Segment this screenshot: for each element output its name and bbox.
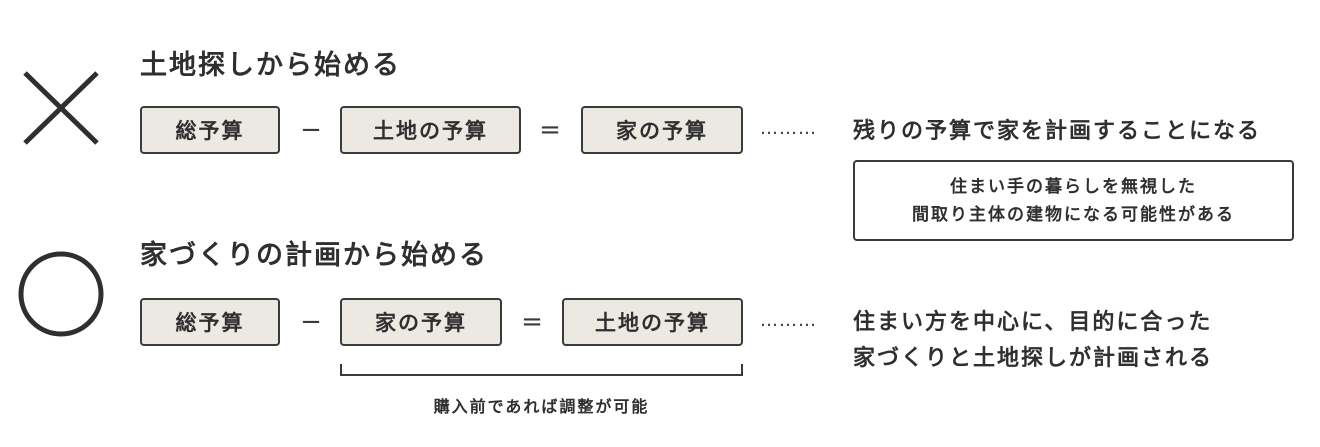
bad-approach-heading: 土地探しから始める <box>140 50 401 81</box>
total-budget-box: 総予算 <box>140 298 280 346</box>
good-approach-heading: 家づくりの計画から始める <box>140 240 488 271</box>
good-result-line-2: 家づくりと土地探しが計画される <box>853 346 1214 371</box>
adjustable-range-bracket <box>340 364 743 376</box>
warning-note-line-2: 間取り主体の建物になる可能性がある <box>912 204 1235 225</box>
minus-operator: − <box>300 115 322 145</box>
house-budget-box: 家の予算 <box>581 106 743 154</box>
good-result-line-1: 住まい方を中心に、目的に合った <box>853 310 1213 335</box>
cross-icon <box>22 70 100 146</box>
ellipsis-leader: ……… <box>760 310 817 331</box>
minus-operator: − <box>300 307 322 337</box>
warning-note-box: 住まい手の暮らしを無視した 間取り主体の建物になる可能性がある <box>853 160 1294 241</box>
equals-operator: = <box>521 307 543 337</box>
house-budget-box: 家の予算 <box>340 298 502 346</box>
equals-operator: = <box>539 115 561 145</box>
warning-note-line-1: 住まい手の暮らしを無視した <box>950 176 1197 197</box>
ellipsis-leader: ……… <box>760 118 817 139</box>
adjustable-range-label: 購入前であれば調整が可能 <box>433 397 650 416</box>
land-budget-box: 土地の予算 <box>340 106 521 154</box>
circle-icon <box>16 250 106 338</box>
bad-result-text: 残りの予算で家を計画することになる <box>853 119 1262 144</box>
total-budget-box: 総予算 <box>140 106 280 154</box>
land-budget-box: 土地の予算 <box>562 298 743 346</box>
